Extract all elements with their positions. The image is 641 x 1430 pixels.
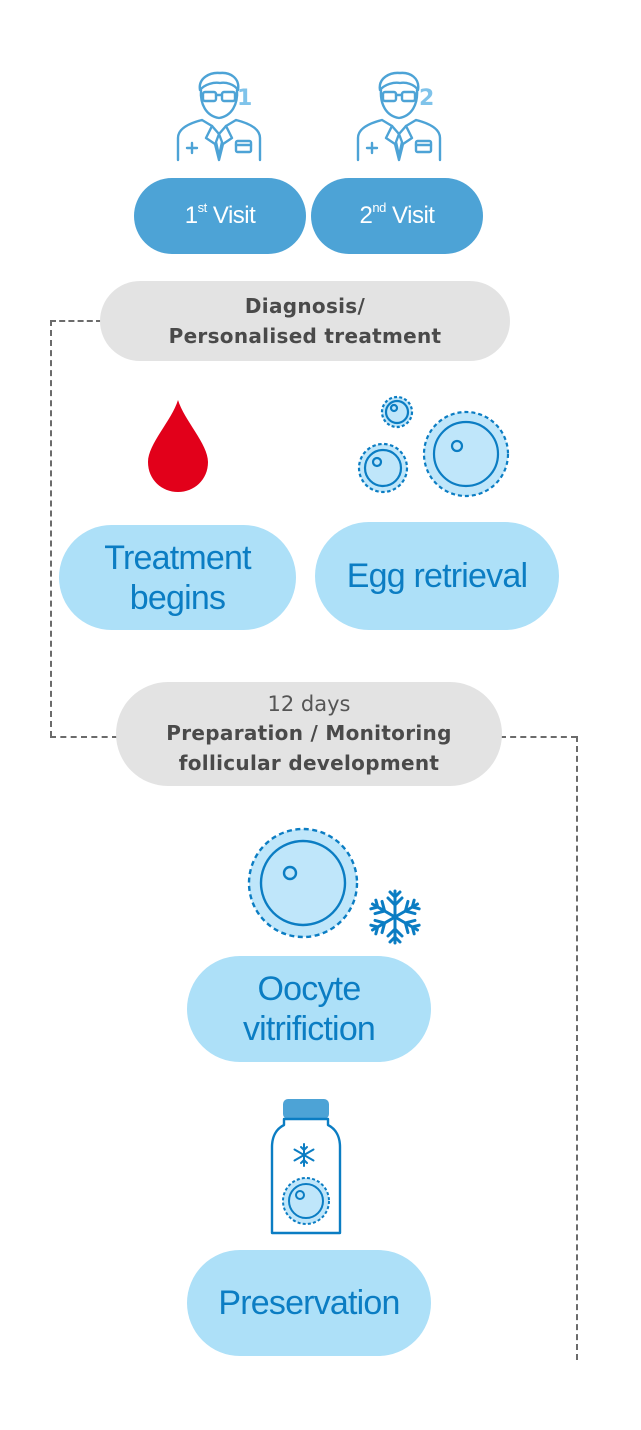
treatment-line-2: begins bbox=[129, 578, 226, 617]
doctor-icon bbox=[350, 68, 450, 164]
doctor-number: 1 bbox=[237, 86, 253, 111]
blood-drop-icon bbox=[146, 398, 210, 494]
treatment-line-1: Treatment bbox=[104, 538, 251, 577]
preparation-line-1: Preparation / Monitoring bbox=[166, 721, 452, 745]
preservation-pill: Preservation bbox=[187, 1250, 431, 1356]
first-visit-pill: 1st Visit bbox=[134, 178, 306, 254]
egg-cell-icon bbox=[246, 826, 366, 946]
doctor-number: 2 bbox=[419, 86, 435, 111]
connector-line bbox=[576, 736, 578, 1360]
connector-line bbox=[50, 736, 118, 738]
preservation-label: Preservation bbox=[218, 1284, 400, 1322]
preparation-pill: 12 days Preparation / Monitoring follicu… bbox=[116, 682, 502, 786]
connector-line bbox=[50, 320, 52, 737]
vitrification-line-1: Oocyte bbox=[257, 970, 362, 1008]
diagnosis-line-1: Diagnosis/ bbox=[244, 294, 366, 318]
preparation-days: 12 days bbox=[267, 692, 351, 716]
doctor-icon bbox=[170, 68, 270, 164]
first-visit-label: 1st Visit bbox=[184, 200, 256, 229]
second-visit-label: 2nd Visit bbox=[359, 200, 435, 229]
connector-line bbox=[50, 320, 102, 322]
snowflake-icon bbox=[366, 888, 424, 946]
diagnosis-pill: Diagnosis/ Personalised treatment bbox=[100, 281, 510, 361]
connector-line bbox=[500, 736, 577, 738]
treatment-begins-pill: Treatment begins bbox=[59, 525, 296, 630]
egg-retrieval-pill: Egg retrieval bbox=[315, 522, 559, 630]
vitrification-pill: Oocyte vitrifiction bbox=[187, 956, 431, 1062]
preparation-line-2: follicular development bbox=[178, 751, 440, 775]
storage-bottle-icon bbox=[266, 1097, 346, 1239]
egg-cell-icon bbox=[352, 394, 522, 504]
vitrification-line-2: vitrifiction bbox=[242, 1010, 376, 1048]
diagnosis-line-2: Personalised treatment bbox=[168, 324, 442, 348]
second-visit-pill: 2nd Visit bbox=[311, 178, 483, 254]
egg-retrieval-label: Egg retrieval bbox=[346, 557, 528, 595]
